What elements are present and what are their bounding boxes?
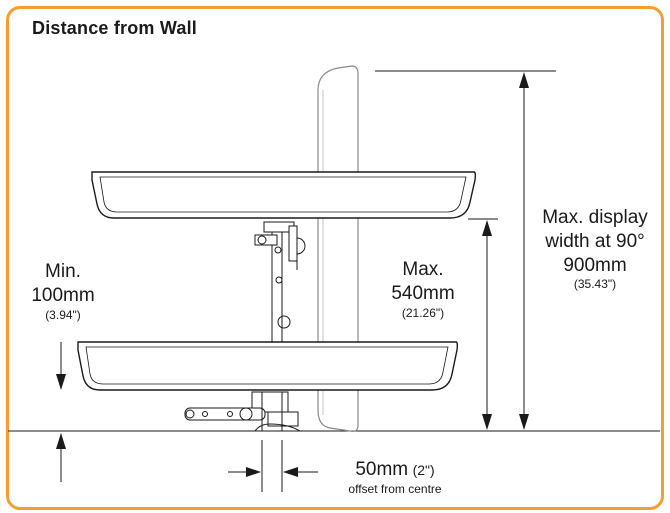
display-vertical bbox=[317, 65, 359, 432]
display-retracted bbox=[77, 341, 459, 391]
max-distance-label: Max. 540mm (21.26") bbox=[391, 259, 455, 320]
diagram-title: Distance from Wall bbox=[32, 18, 197, 38]
min-distance-label: Min. 100mm (3.94") bbox=[31, 261, 95, 322]
display-width-label: Max. display width at 90° 900mm (35.43") bbox=[542, 207, 648, 292]
offset-label: 50mm (2") offset from centre bbox=[348, 459, 442, 496]
display-extended bbox=[91, 171, 477, 219]
diagram-panel bbox=[6, 6, 664, 510]
